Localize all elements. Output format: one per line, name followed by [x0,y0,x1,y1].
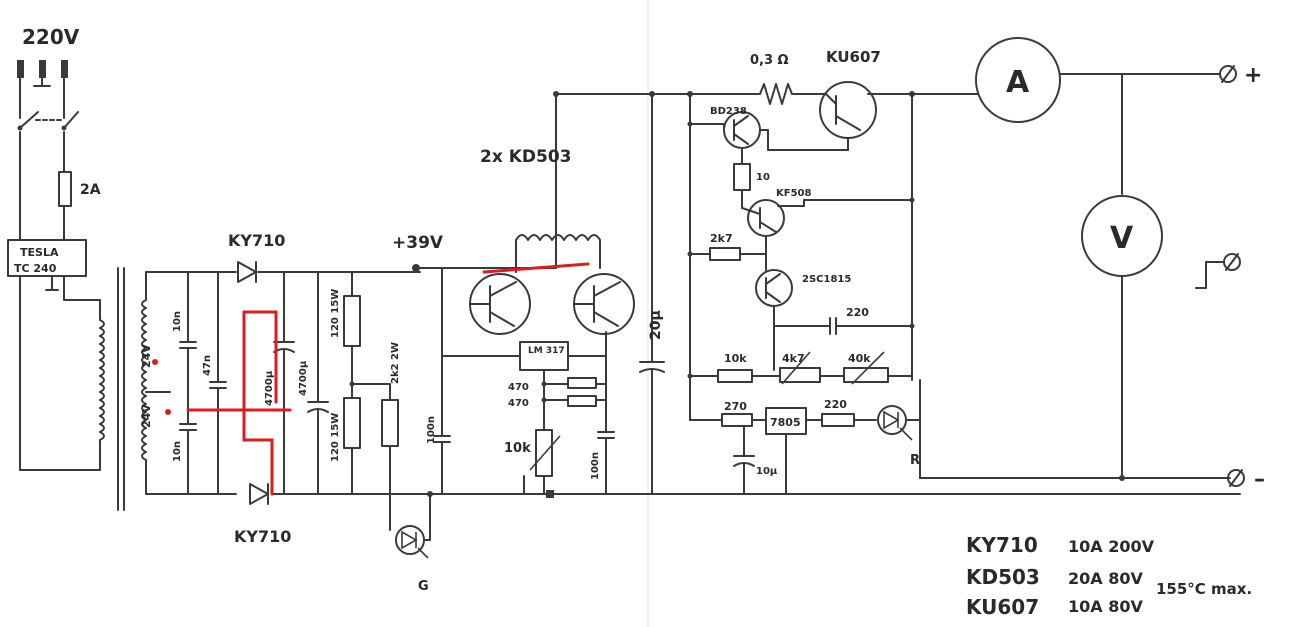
spec-part-3: KU607 [966,595,1039,619]
resistor-2k2-label: 2k2 2W [390,342,401,384]
transistor-kf508-label: KF508 [776,188,811,199]
spec-rating-1: 10A 200V [1068,537,1155,556]
terminal-plus[interactable] [1219,65,1237,83]
mains-input: 220V 2A TESLA TC 240 [7,25,101,471]
ammeter-label: A [1006,65,1030,100]
secondary-upper-voltage: 24V [140,344,153,368]
terminal-minus-label: – [1254,467,1265,492]
resistor-120-bottom-label: 120 15W [330,413,341,462]
resistor-10 [733,163,751,191]
rail-voltage-label: +39V [392,233,444,253]
transistor-ku607 [819,81,877,139]
cap-10n-lower-label: 10n [172,441,183,462]
kd503-pair: 2x KD503 LM 317 470 470 10k [469,91,665,498]
resistor-120-bottom [343,397,361,449]
led-r-label: R [910,453,920,468]
transformer-brand: TESLA [20,246,59,259]
plug-prong-right [61,60,68,78]
led-g-label: G [418,579,429,594]
main-rail: +39V 100n [392,93,1241,495]
resistor-470a-label: 470 [508,382,529,393]
secondary-winding [141,299,147,461]
emitter-coil [515,234,601,241]
control-section: 0,3 Ω KU607 BD238 10 KF508 2k7 [687,48,979,495]
spec-part-1: KY710 [966,533,1038,557]
resistor-shunt [759,83,793,105]
diode-bottom-label: KY710 [234,527,291,546]
switch-blade-left [19,111,39,129]
transistor-bd238 [723,111,761,149]
resistor-270-label: 270 [724,400,747,413]
resistor-2k7-label: 2k7 [710,232,733,245]
resistor-10k [717,369,753,383]
transformer-model: TC 240 [14,262,57,275]
resistor-220-label: 220 [824,398,847,411]
cap-47n-label: 47n [202,355,213,376]
cap-220-label: 220 [846,306,869,319]
component-specs: KY710 10A 200V KD503 20A 80V KU607 10A 8… [966,533,1252,619]
annotation-mark-2 [242,310,274,496]
switch-blade-right [63,111,79,129]
terminal-minus[interactable] [1227,469,1245,487]
pot-40k-label: 40k [848,352,871,365]
resistor-120-top-label: 120 15W [330,289,341,338]
plug-prong-left [17,60,24,78]
diode-top [237,261,257,283]
terminal-plus-label: + [1244,63,1262,88]
bleeder-network: 120 15W 120 15W 2k2 2W G [330,271,433,594]
resistor-2k7 [709,247,741,261]
output-section: A V + – [919,37,1265,492]
resistor-shunt-label: 0,3 Ω [750,53,789,68]
transistor-pair-label: 2x KD503 [480,147,571,167]
transistor-2sc1815-label: 2SC1815 [802,274,851,285]
resistor-270 [721,413,753,427]
rectifier: KY710 KY710 10n 10n 47n 4700μ [145,231,421,546]
cap-4700u-2-label: 4700μ [298,360,309,396]
cap-100n-1-label: 100n [426,416,437,444]
annotation-mark-1 [242,310,278,404]
resistor-10k-label: 10k [724,352,747,365]
regulator-7805-label: 7805 [770,416,801,429]
transistor-2sc1815 [755,269,793,307]
mains-voltage-label: 220V [22,25,80,49]
resistor-220 [821,413,855,427]
primary-winding [99,319,105,441]
transistor-ku607-label: KU607 [826,48,881,66]
spec-part-2: KD503 [966,565,1040,589]
ammeter [975,37,1061,123]
transformer-label-box [7,239,87,277]
resistor-120-top [343,295,361,347]
secondary-lower-voltage: 24V [140,404,153,428]
plug-prong-mid [39,60,46,78]
pot-4k7-label: 4k7 [782,352,805,365]
cap-10n-upper-label: 10n [172,311,183,332]
pot-10k-left-label: 10k [504,441,531,456]
resistor-470b-label: 470 [508,398,529,409]
annotation-mark-4 [482,262,590,274]
voltmeter-label: V [1110,221,1134,256]
transistor-bd238-label: BD238 [710,106,747,117]
resistor-10-label: 10 [756,172,770,183]
fuse [58,171,72,207]
spec-rating-2: 20A 80V [1068,569,1143,588]
diode-bottom [249,483,269,505]
cap-10u-label: 10μ [756,466,778,477]
resistor-470a [567,377,597,389]
transformer: 24V 24V [99,267,153,511]
lm317-label: LM 317 [528,346,565,356]
resistor-470b [567,395,597,407]
spec-temperature-note: 155°C max. [1156,580,1252,598]
fuse-label: 2A [80,182,101,198]
resistor-2k2 [381,399,399,447]
spec-rating-3: 10A 80V [1068,597,1143,616]
diode-top-label: KY710 [228,231,285,250]
cap-4700u-1-label: 4700μ [264,370,275,406]
cap-20u-label: 20μ [648,310,664,340]
cap-100n-2-label: 100n [590,452,601,480]
